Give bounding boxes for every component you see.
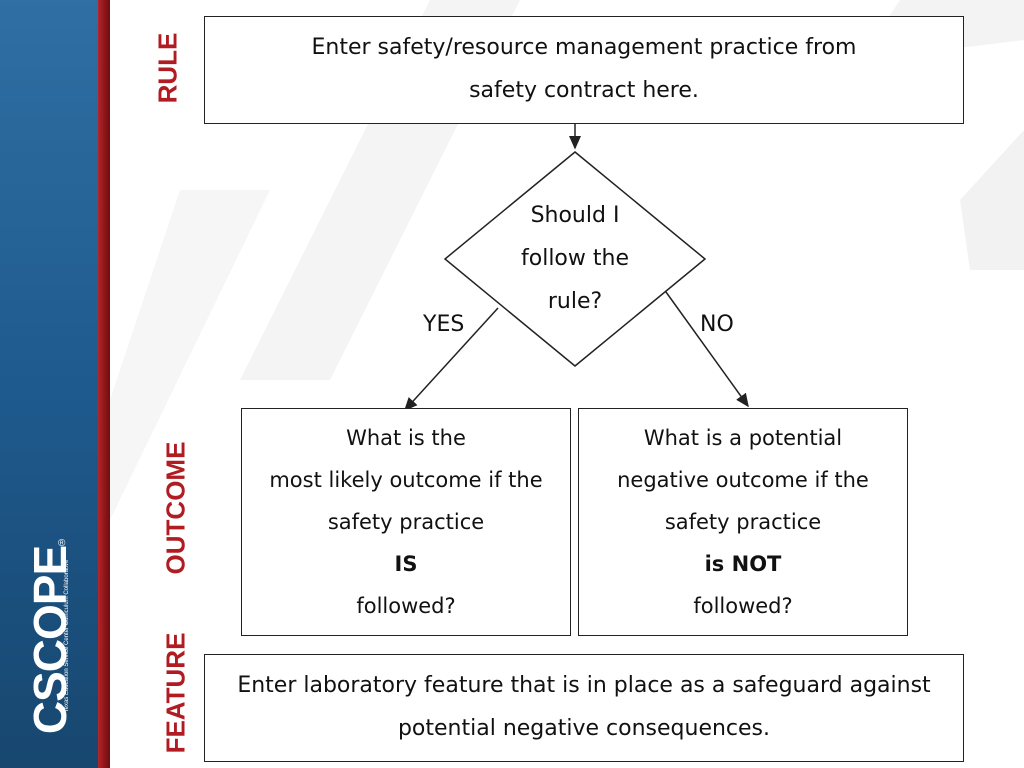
yes-box-line-3: safety practice xyxy=(327,510,485,534)
logo-registered-mark: ® xyxy=(58,538,66,549)
no-box-line-5: followed? xyxy=(693,594,793,618)
brand-band xyxy=(0,0,98,768)
decision-line-2: follow the xyxy=(521,246,629,271)
feature-box: Enter laboratory feature that is in plac… xyxy=(204,654,964,762)
rule-box: Enter safety/resource management practic… xyxy=(204,16,964,124)
yes-box-emphasis: IS xyxy=(394,552,418,576)
yes-box-line-5: followed? xyxy=(356,594,456,618)
yes-outcome-box: What is the most likely outcome if the s… xyxy=(241,408,571,636)
rule-box-line-2: safety contract here. xyxy=(469,78,699,103)
decision-line-3: rule? xyxy=(547,289,603,314)
yes-box-line-2: most likely outcome if the xyxy=(269,468,543,492)
decision-line-1: Should I xyxy=(530,203,620,228)
rule-box-line-1: Enter safety/resource management practic… xyxy=(311,35,857,61)
edge-label-no: NO xyxy=(700,312,734,337)
arrow-no xyxy=(665,291,749,408)
no-outcome-box: What is a potential negative outcome if … xyxy=(578,408,908,636)
arrow-yes xyxy=(403,307,499,412)
feature-box-line-1: Enter laboratory feature that is in plac… xyxy=(237,673,931,699)
no-box-line-3: safety practice xyxy=(664,510,822,534)
edge-label-yes: YES xyxy=(423,312,465,337)
decision-text: Should I follow the rule? xyxy=(495,194,655,323)
no-box-emphasis: is NOT xyxy=(704,552,782,576)
brand-stripe xyxy=(98,0,110,768)
yes-box-line-1: What is the xyxy=(346,426,466,450)
no-box-line-2: negative outcome if the xyxy=(617,468,869,492)
yes-box-line-4: IS xyxy=(395,543,418,585)
feature-box-line-2: potential negative consequences. xyxy=(397,716,771,741)
decision-diamond xyxy=(443,151,707,367)
no-box-line-1: What is a potential xyxy=(643,426,843,450)
no-box-line-4: is NOT xyxy=(705,543,782,585)
